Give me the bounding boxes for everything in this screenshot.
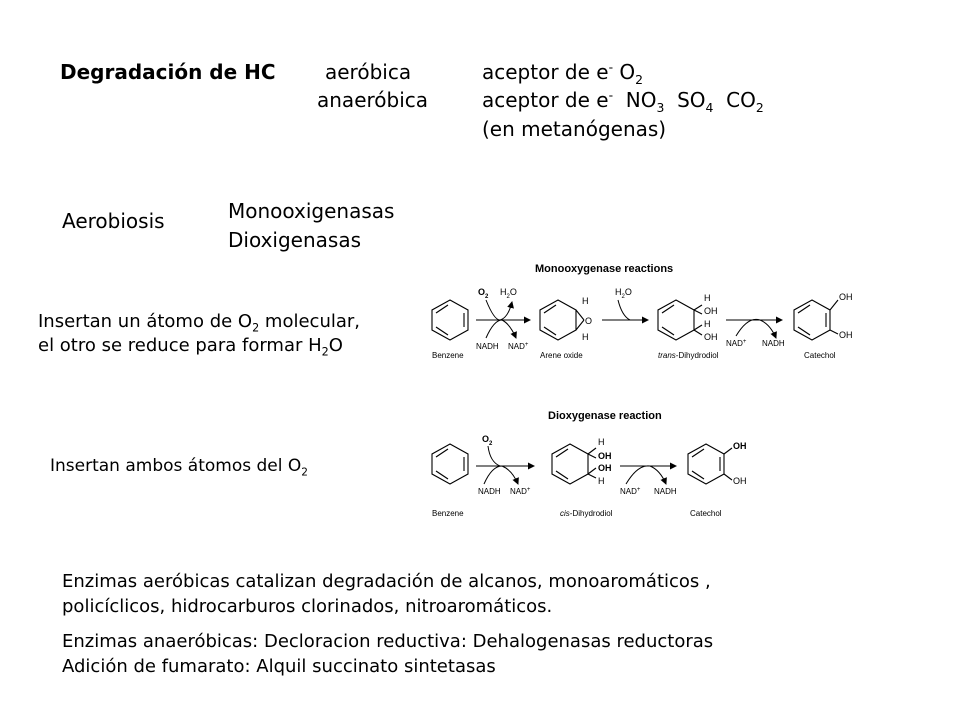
trans-oh-2: OH (704, 332, 718, 342)
cis-h-1: H (598, 437, 605, 447)
arene-oxide-structure (539, 299, 585, 341)
cis-dihydrodiol-structure (551, 443, 597, 485)
trans-dihydrodiol-structure (657, 299, 703, 341)
monooxygenase-description-line-1: Insertan un átomo de O2 molecular, (38, 311, 361, 335)
cofactor-arrow-1 (485, 299, 514, 321)
benzene-structure (431, 299, 469, 341)
trans-oh-1: OH (704, 306, 718, 316)
monooxygenase-title: Monooxygenase reactions (535, 263, 673, 275)
anaerobic-acceptor: aceptor de e- NO3 SO4 CO2 (482, 87, 764, 115)
monooxygenase-diagram: Monooxygenase reactions Benzene O2 H2O N… (431, 263, 853, 360)
arene-o: O (585, 316, 592, 326)
arene-oxide-label: Arene oxide (540, 351, 583, 360)
catechol-structure-2 (687, 443, 733, 485)
o2-reagent: O2 (478, 287, 489, 300)
catechol-2-oh-1: OH (733, 441, 747, 451)
cis-oh-1: OH (598, 451, 612, 461)
benzene-structure-2 (431, 443, 469, 485)
dioxygenase-description: Insertan ambos átomos del O2 (50, 456, 308, 479)
anaerobic-type: anaeróbica (317, 88, 429, 112)
nad-reagent-2: NAD+ (726, 339, 747, 348)
benzene-label-2: Benzene (432, 509, 464, 518)
cis-h-2: H (598, 476, 605, 486)
nadh-reagent: NADH (476, 342, 499, 351)
benzene-label: Benzene (432, 351, 464, 360)
aerobic-acceptor: aceptor de e- O2 (482, 59, 644, 87)
catechol-label: Catechol (804, 351, 836, 360)
arene-h-bottom: H (582, 332, 589, 342)
dioxygenase-title: Dioxygenase reaction (548, 410, 662, 422)
monooxygenase-description-line-2: el otro se reduce para formar H2O (38, 335, 343, 359)
nadh-product-4: NADH (654, 487, 677, 496)
anaerobic-note: (en metanógenas) (482, 117, 667, 141)
page-title: Degradación de HC (60, 60, 276, 84)
trans-h-2: H (704, 319, 711, 329)
aerobic-enzymes-note-line-1: Enzimas aeróbicas catalizan degradación … (62, 571, 711, 592)
aerobiosis-label: Aerobiosis (62, 209, 165, 233)
catechol-2-oh-2: OH (733, 476, 747, 486)
catechol-structure (793, 299, 839, 341)
o2-reagent-2: O2 (482, 434, 493, 447)
catechol-label-2: Catechol (690, 509, 722, 518)
enzyme-dioxygenases: Dioxigenasas (228, 228, 361, 252)
trans-dihydrodiol-label: trans-Dihydrodiol (658, 351, 719, 360)
trans-h-1: H (704, 293, 711, 303)
anaerobic-enzymes-note-line-2: Adición de fumarato: Alquil succinato si… (62, 656, 496, 677)
catechol-oh-2: OH (839, 330, 853, 340)
nad-reagent-4: NAD+ (620, 487, 641, 496)
nad-product: NAD+ (508, 342, 529, 351)
dioxygenase-diagram: Dioxygenase reaction Benzene O2 NADH NAD… (431, 410, 747, 518)
nadh-product-2: NADH (762, 339, 785, 348)
aerobic-enzymes-note-line-2: policíclicos, hidrocarburos clorinados, … (62, 596, 553, 617)
anaerobic-enzymes-note-line-1: Enzimas anaeróbicas: Decloracion reducti… (62, 631, 714, 652)
enzyme-monooxygenases: Monooxigenasas (228, 199, 395, 223)
aerobic-type: aeróbica (325, 60, 412, 84)
h2o-reagent: H2O (615, 287, 632, 300)
nad-product-3: NAD+ (510, 487, 531, 496)
cis-oh-2: OH (598, 463, 612, 473)
arene-h-top: H (582, 296, 589, 306)
h2o-product: H2O (500, 287, 517, 300)
cis-dihydrodiol-label: cis-Dihydrodiol (560, 509, 613, 518)
nadh-reagent-3: NADH (478, 487, 501, 496)
catechol-oh-1: OH (839, 292, 853, 302)
